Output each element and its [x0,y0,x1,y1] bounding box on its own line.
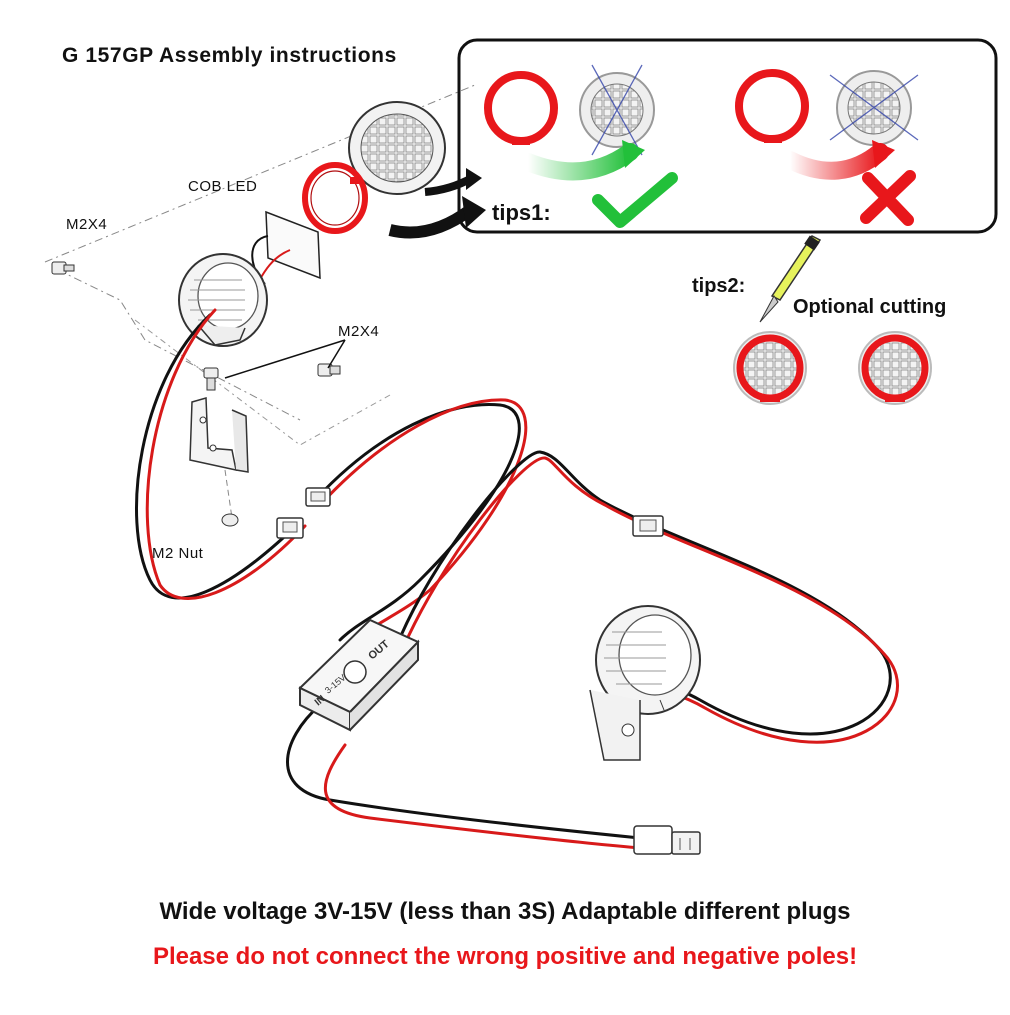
cob-led-square [251,210,321,287]
lamp-housing-bottom [589,605,701,761]
controller-module: OUT IN 3-15V [298,618,420,732]
screw-m2x4-left [51,261,75,275]
label-optional-cutting: Optional cutting [793,296,947,318]
power-icon [343,660,367,684]
red-arrow-icon [781,143,889,180]
label-tips1: tips1: [492,200,551,225]
check-mark-icon [592,172,678,228]
label-m2-nut: M2 Nut [152,545,204,562]
cut-example-left [733,331,807,405]
screw-m2x4-vertical [203,367,219,391]
green-arrow-icon [519,143,639,181]
label-cob-led: COB LED [188,178,258,195]
wires [135,308,899,850]
arrow-icon [388,205,474,239]
cut-example-right [858,331,932,405]
label-tips2: tips2: [692,275,746,297]
diagram-title: G 157GP Assembly instructions [62,44,397,67]
label-m2x4-top: M2X4 [66,216,108,233]
label-m2x4-mid: M2X4 [338,323,380,340]
cob-led-board [348,101,446,195]
cutter-knife-icon [759,235,822,323]
footer-voltage-note: Wide voltage 3V-15V (less than 3S) Adapt… [159,898,851,925]
input-plug [633,825,701,855]
mount-bracket [189,397,249,473]
footer-polarity-warning: Please do not connect the wrong positive… [152,943,858,970]
connector-2 [305,487,331,507]
tips1-correct-example [484,64,678,228]
tips1-wrong-example [735,69,919,226]
connector-3 [632,515,664,537]
connector-1 [276,517,304,539]
red-led-ring [302,162,368,234]
m2-nut [221,513,239,527]
cross-mark-icon [860,170,916,226]
